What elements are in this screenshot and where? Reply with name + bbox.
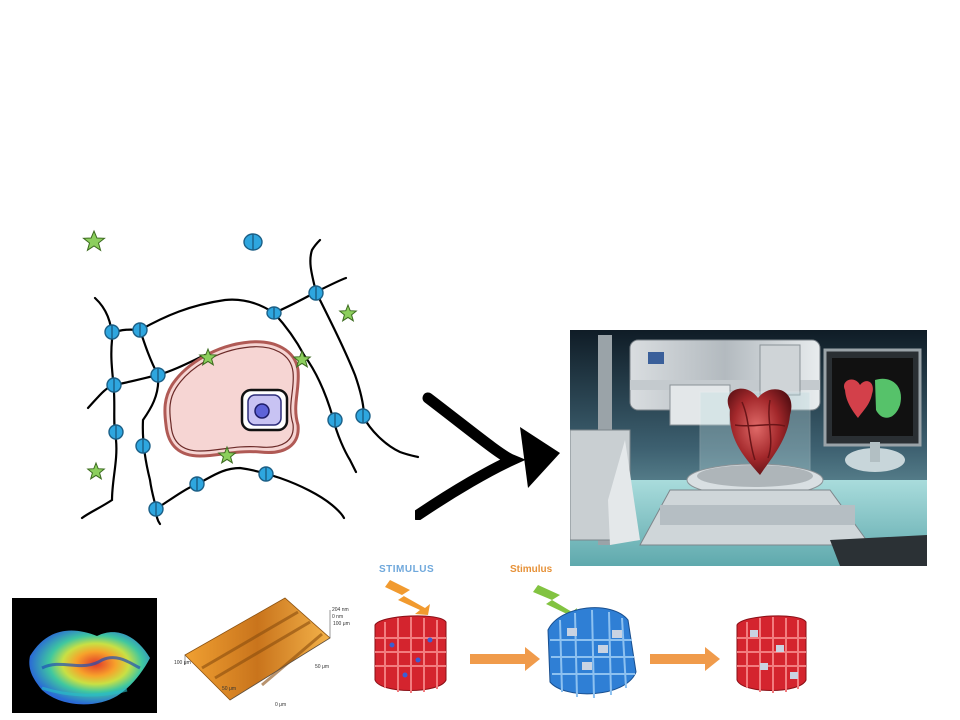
hydrogel-red-block <box>374 615 447 693</box>
binding-bead <box>258 466 274 482</box>
binding-bead <box>104 324 120 340</box>
ecm-fiber <box>314 290 420 459</box>
afm-y-max-label: 100 μm <box>333 621 350 627</box>
binding-bead <box>266 306 282 320</box>
ecm-cell-diagram <box>80 229 420 526</box>
nucleolus <box>254 403 270 419</box>
cell-membrane-inner <box>169 346 294 452</box>
ecm-fiber <box>138 328 160 511</box>
binding-bead <box>189 476 205 492</box>
growth-factor-star <box>338 303 358 322</box>
binding-bead <box>148 501 164 517</box>
afm-ridge-panel: 204 nm 0 nm 100 μm 50 μm 0 μm 100 μm 50 … <box>170 590 355 715</box>
afm-surface-heatmap <box>12 598 157 713</box>
process-arrow-2 <box>650 647 720 671</box>
afm-ridge-surface <box>184 597 331 701</box>
binding-bead <box>243 233 263 251</box>
growth-factor-star <box>82 229 106 252</box>
ecm-fiber <box>309 238 322 294</box>
afm-z-zero-label: 0 nm <box>332 614 344 620</box>
lightning-icon <box>533 585 577 619</box>
growth-factor-star <box>292 349 312 368</box>
hydrogel-red-block-final <box>736 615 807 693</box>
lightning-icon <box>385 580 430 615</box>
curved-arrow <box>415 392 560 520</box>
hydrogel-blue-block <box>547 607 637 699</box>
binding-bead <box>150 367 166 383</box>
growth-factor-star <box>86 461 106 480</box>
stimulus-label-lower: Stimulus <box>510 564 553 575</box>
growth-factor-star <box>217 445 237 464</box>
binding-bead <box>308 285 324 301</box>
hydrogel-sequence <box>374 580 807 699</box>
afm-y-mid-label: 50 μm <box>315 664 329 670</box>
ecm-fiber <box>154 466 346 520</box>
ecm-fiber <box>302 353 358 474</box>
binding-bead <box>106 377 122 393</box>
binding-bead <box>135 438 151 454</box>
binding-bead <box>327 412 343 428</box>
afm-y-zero-label: 0 μm <box>275 702 287 708</box>
bioprinting-render <box>570 330 927 566</box>
growth-factor-star <box>198 347 218 366</box>
binding-bead <box>108 424 124 440</box>
binding-bead <box>132 322 148 338</box>
stimulus-label-upper: STIMULUS <box>379 564 435 575</box>
afm-x-mid-label: 50 μm <box>222 686 236 692</box>
ecm-fiber <box>86 353 207 410</box>
afm-z-top-label: 204 nm <box>332 607 349 613</box>
binding-bead <box>355 408 371 424</box>
afm-x-max-label: 100 μm <box>174 660 191 666</box>
process-arrow-1 <box>470 647 540 671</box>
